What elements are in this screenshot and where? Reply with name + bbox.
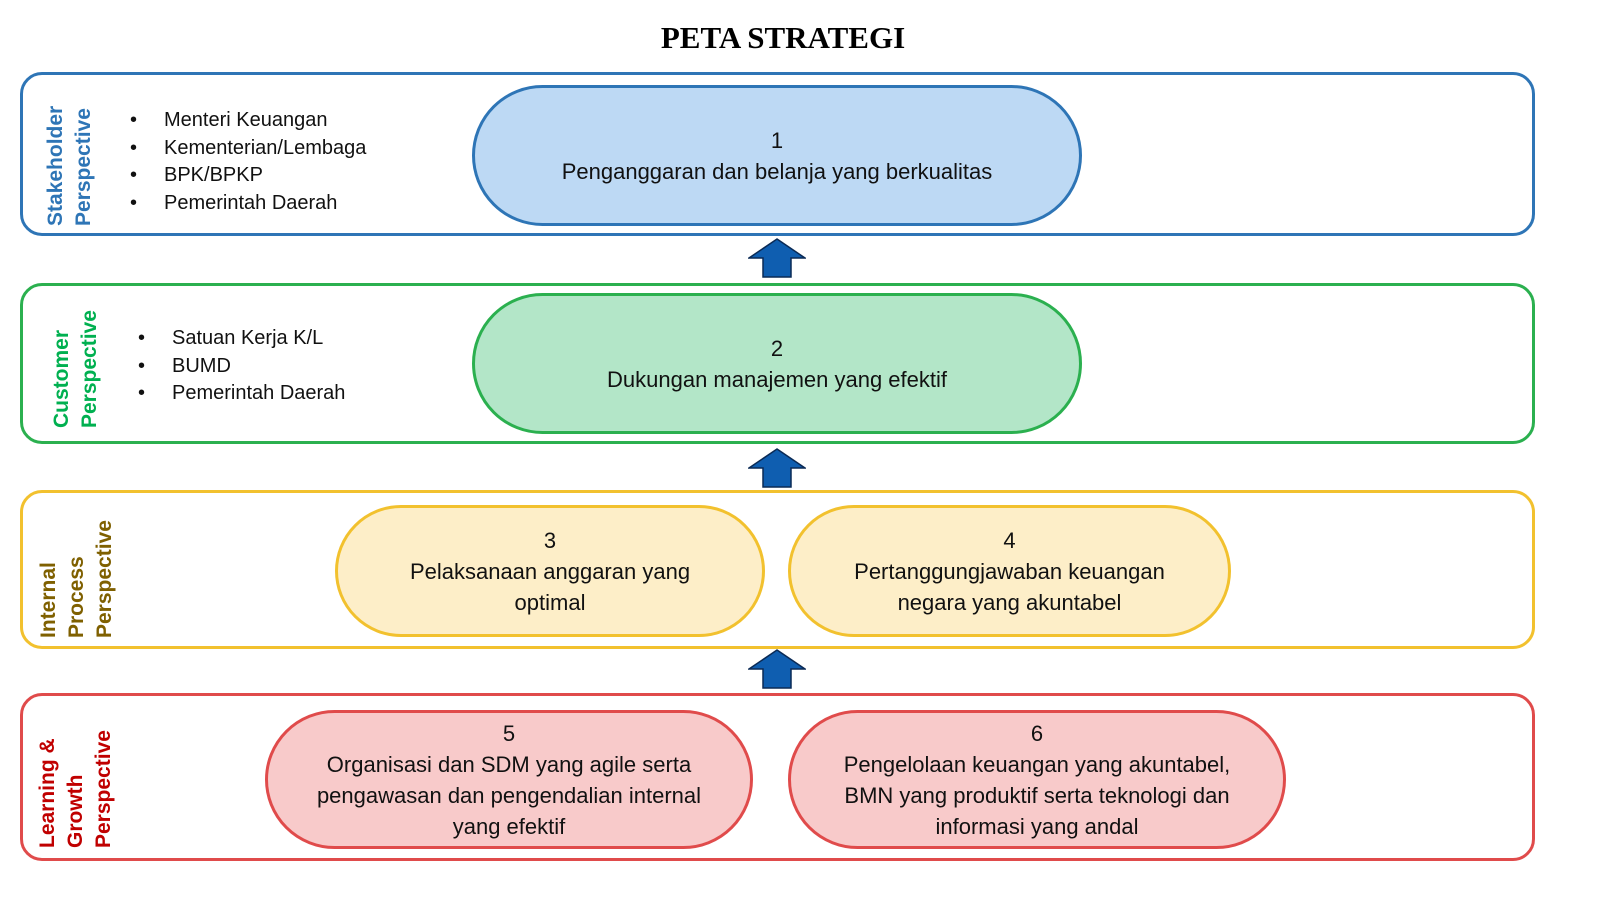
objective-number: 5 [502, 720, 516, 746]
customer-perspective-label: Customer Perspective [50, 310, 101, 428]
list-item: BUMD [138, 353, 345, 381]
objective-number: 2 [770, 335, 784, 361]
objective-5: 5 Organisasi dan SDM yang agile serta pe… [265, 710, 753, 849]
internal-process-perspective-band [20, 490, 1535, 649]
objective-3: 3 Pelaksanaan anggaran yang optimal [335, 505, 765, 637]
up-arrow-icon [748, 649, 806, 689]
learning-growth-perspective-label: Learning & Growth Perspective [36, 730, 115, 848]
list-item: BPK/BPKP [130, 162, 366, 190]
page-title: PETA STRATEGI [660, 20, 906, 55]
objective-number: 6 [1030, 720, 1044, 746]
up-arrow-icon [748, 238, 806, 278]
objective-2: 2 Dukungan manajemen yang efektif [472, 293, 1082, 434]
learning-growth-perspective-band [20, 693, 1535, 861]
objective-number: 3 [543, 527, 557, 553]
list-item: Satuan Kerja K/L [138, 325, 345, 353]
objective-1: 1 Penganggaran dan belanja yang berkuali… [472, 85, 1082, 226]
objective-number: 4 [1003, 527, 1016, 553]
objective-text: Dukungan manajemen yang efektif [607, 366, 947, 392]
internal-process-perspective-label: Internal Process Perspective [37, 520, 116, 638]
stakeholder-perspective-label: Stakeholder Perspective [44, 105, 95, 226]
objective-text: Organisasi dan SDM yang agile serta peng… [316, 751, 702, 839]
objective-text: Pertanggungjawaban keuangan negara yang … [854, 558, 1165, 615]
list-item: Menteri Keuangan [130, 107, 366, 135]
objective-number: 1 [770, 127, 784, 153]
objective-4: 4 Pertanggungjawaban keuangan negara yan… [788, 505, 1231, 637]
list-item: Pemerintah Daerah [130, 190, 366, 218]
objective-text: Pengelolaan keuangan yang akuntabel, BMN… [843, 751, 1231, 839]
customer-list: Satuan Kerja K/L BUMD Pemerintah Daerah [138, 325, 345, 408]
objective-text: Penganggaran dan belanja yang berkualita… [561, 158, 993, 184]
objective-text: Pelaksanaan anggaran yang optimal [409, 558, 691, 615]
list-item: Kementerian/Lembaga [130, 135, 366, 163]
list-item: Pemerintah Daerah [138, 380, 345, 408]
up-arrow-icon [748, 448, 806, 488]
objective-6: 6 Pengelolaan keuangan yang akuntabel, B… [788, 710, 1286, 849]
stakeholder-list: Menteri Keuangan Kementerian/Lembaga BPK… [130, 107, 366, 217]
